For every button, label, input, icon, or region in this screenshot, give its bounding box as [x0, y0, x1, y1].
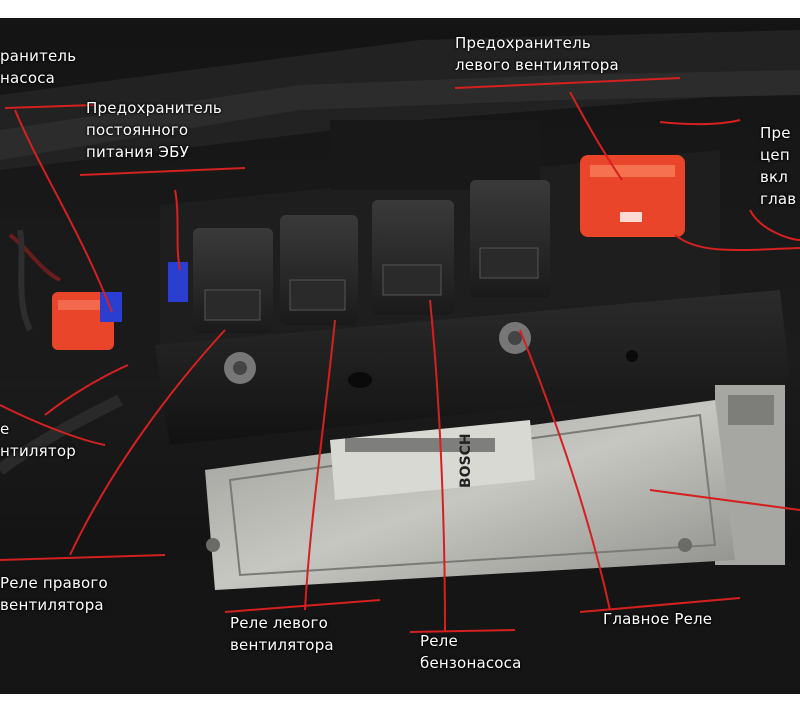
ecu-housing: [205, 400, 735, 590]
carpet: [0, 560, 800, 694]
label-line: цеп: [760, 146, 790, 164]
label-line: вентилятора: [230, 636, 334, 654]
relay-label: [289, 279, 346, 311]
label-line: постоянного: [86, 121, 189, 139]
label-line: е: [0, 420, 10, 438]
relay-main: [470, 180, 550, 298]
connector-top: [330, 120, 540, 190]
label-right-fan-fuse-partial: е нтилятор: [0, 418, 76, 462]
label-line: Реле левого: [230, 614, 328, 632]
label-fuel-pump-fuse: ранитель насоса: [0, 45, 76, 89]
annotation-lines: [0, 77, 800, 633]
relay-label: [382, 264, 442, 296]
ecu-fuse: [168, 262, 188, 302]
label-line: ранитель: [0, 47, 77, 65]
label-line: вкл: [760, 168, 789, 186]
label-line: бензонасоса: [420, 654, 522, 672]
label-line: нтилятор: [0, 442, 76, 460]
ecu-barcode: [345, 438, 495, 452]
label-line: Предохранитель: [86, 99, 222, 117]
relay-label: [479, 247, 539, 279]
ecu-edge: [228, 413, 717, 577]
label-line: левого вентилятора: [455, 56, 619, 74]
fuse-rating: [620, 212, 642, 222]
label-line: Предохранитель: [455, 34, 591, 52]
label-line: вентилятора: [0, 596, 104, 614]
ecu-brand: BOSCH: [458, 433, 474, 488]
label-left-fan-relay: Реле левого вентилятора: [230, 612, 334, 656]
relay-fuel-pump: [372, 200, 454, 315]
label-line: питания ЭБУ: [86, 143, 189, 161]
side-bracket-slot: [728, 395, 774, 425]
label-fuel-pump-relay: Реле бензонасоса: [420, 630, 522, 674]
mounting-bracket: [155, 290, 790, 445]
wire: [17, 229, 33, 332]
label-ecu-fuse: Предохранитель постоянного питания ЭБУ: [86, 97, 222, 163]
label-main-relay: Главное Реле: [603, 608, 712, 630]
dash-trim-edge: [0, 70, 800, 160]
relay-label: [204, 289, 261, 321]
bolt-center: [233, 361, 247, 375]
label-line: Пре: [760, 124, 791, 142]
ecu-screw: [678, 538, 692, 552]
ecu-screw: [206, 538, 220, 552]
bolt-center: [508, 331, 522, 345]
label-line: насоса: [0, 69, 56, 87]
label-line: Главное Реле: [603, 610, 713, 628]
bracket-hole: [626, 350, 638, 362]
fuse-highlight: [590, 165, 675, 177]
wire: [8, 233, 61, 282]
bracket-slot: [348, 372, 372, 388]
label-right-fan-relay: Реле правого вентилятора: [0, 572, 108, 616]
relays: [193, 180, 550, 333]
fuse-highlight: [58, 300, 108, 310]
label-line: Реле: [420, 632, 458, 650]
label-left-fan-fuse: Предохранитель левого вентилятора: [455, 32, 619, 76]
label-line: Реле правого: [0, 574, 108, 592]
label-right-partial: Пре цеп вкл глав: [760, 122, 796, 210]
label-line: глав: [760, 190, 797, 208]
